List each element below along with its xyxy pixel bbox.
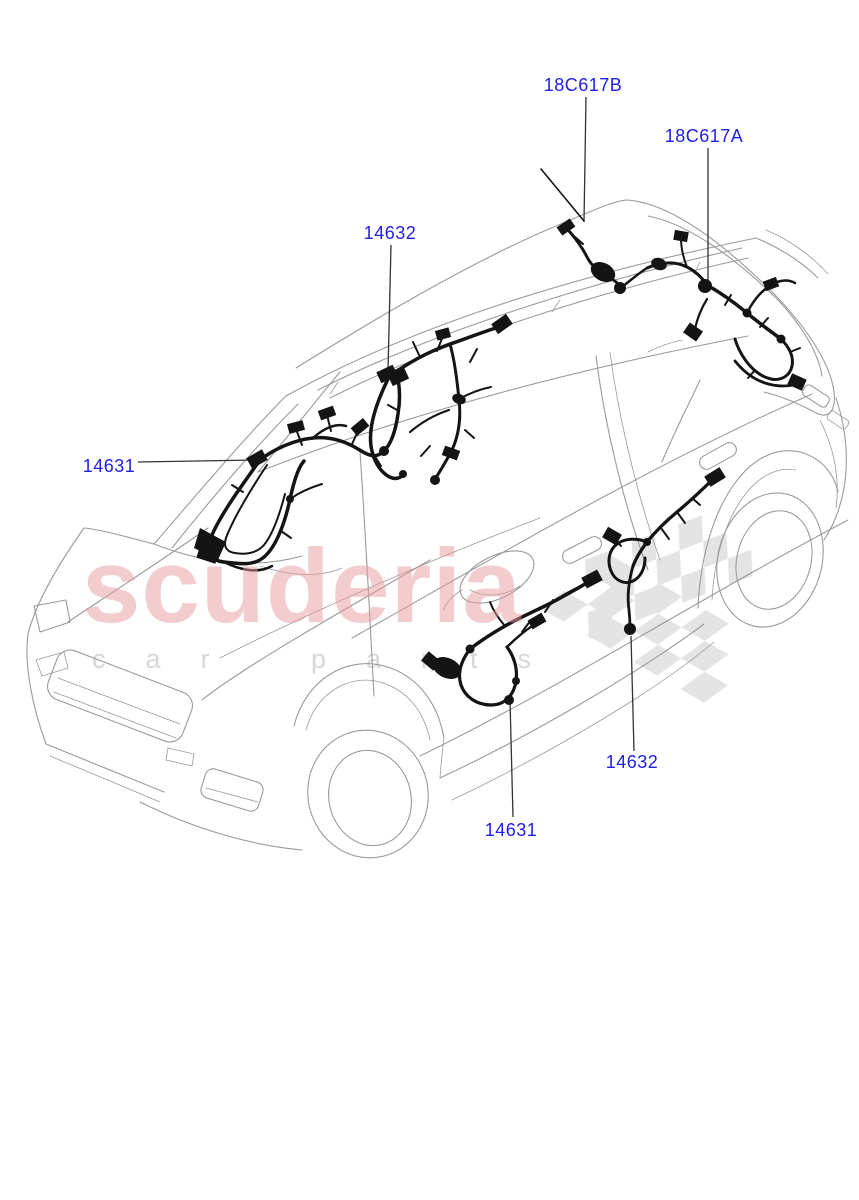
harness-front-door-two: [368, 313, 513, 485]
harness-front-door-lower: [421, 569, 603, 707]
leader-18c617b: [583, 96, 587, 223]
leader-14632-bottom: [630, 635, 635, 752]
part-label-14631-left[interactable]: 14631: [82, 456, 136, 476]
part-label-14632-top[interactable]: 14632: [363, 223, 417, 243]
harness-liftgate-b: [540, 168, 649, 294]
part-label-18c617a[interactable]: 18C617A: [664, 126, 744, 146]
leader-14631-left: [137, 459, 258, 463]
vehicle-outline: [26, 199, 850, 859]
leader-14631-bottom: [509, 699, 514, 818]
harness-liftgate-a: [645, 229, 807, 391]
watermark-brand-text: scuderia: [82, 528, 522, 645]
leader-14632-top: [387, 244, 392, 372]
watermark-tagline-text: car parts: [92, 644, 571, 674]
harness-rear-door: [602, 467, 726, 635]
part-label-18c617b[interactable]: 18C617B: [543, 75, 623, 95]
part-label-14631-bottom[interactable]: 14631: [484, 820, 538, 840]
leader-lines: [137, 96, 709, 818]
part-label-14632-bottom[interactable]: 14632: [605, 752, 659, 772]
